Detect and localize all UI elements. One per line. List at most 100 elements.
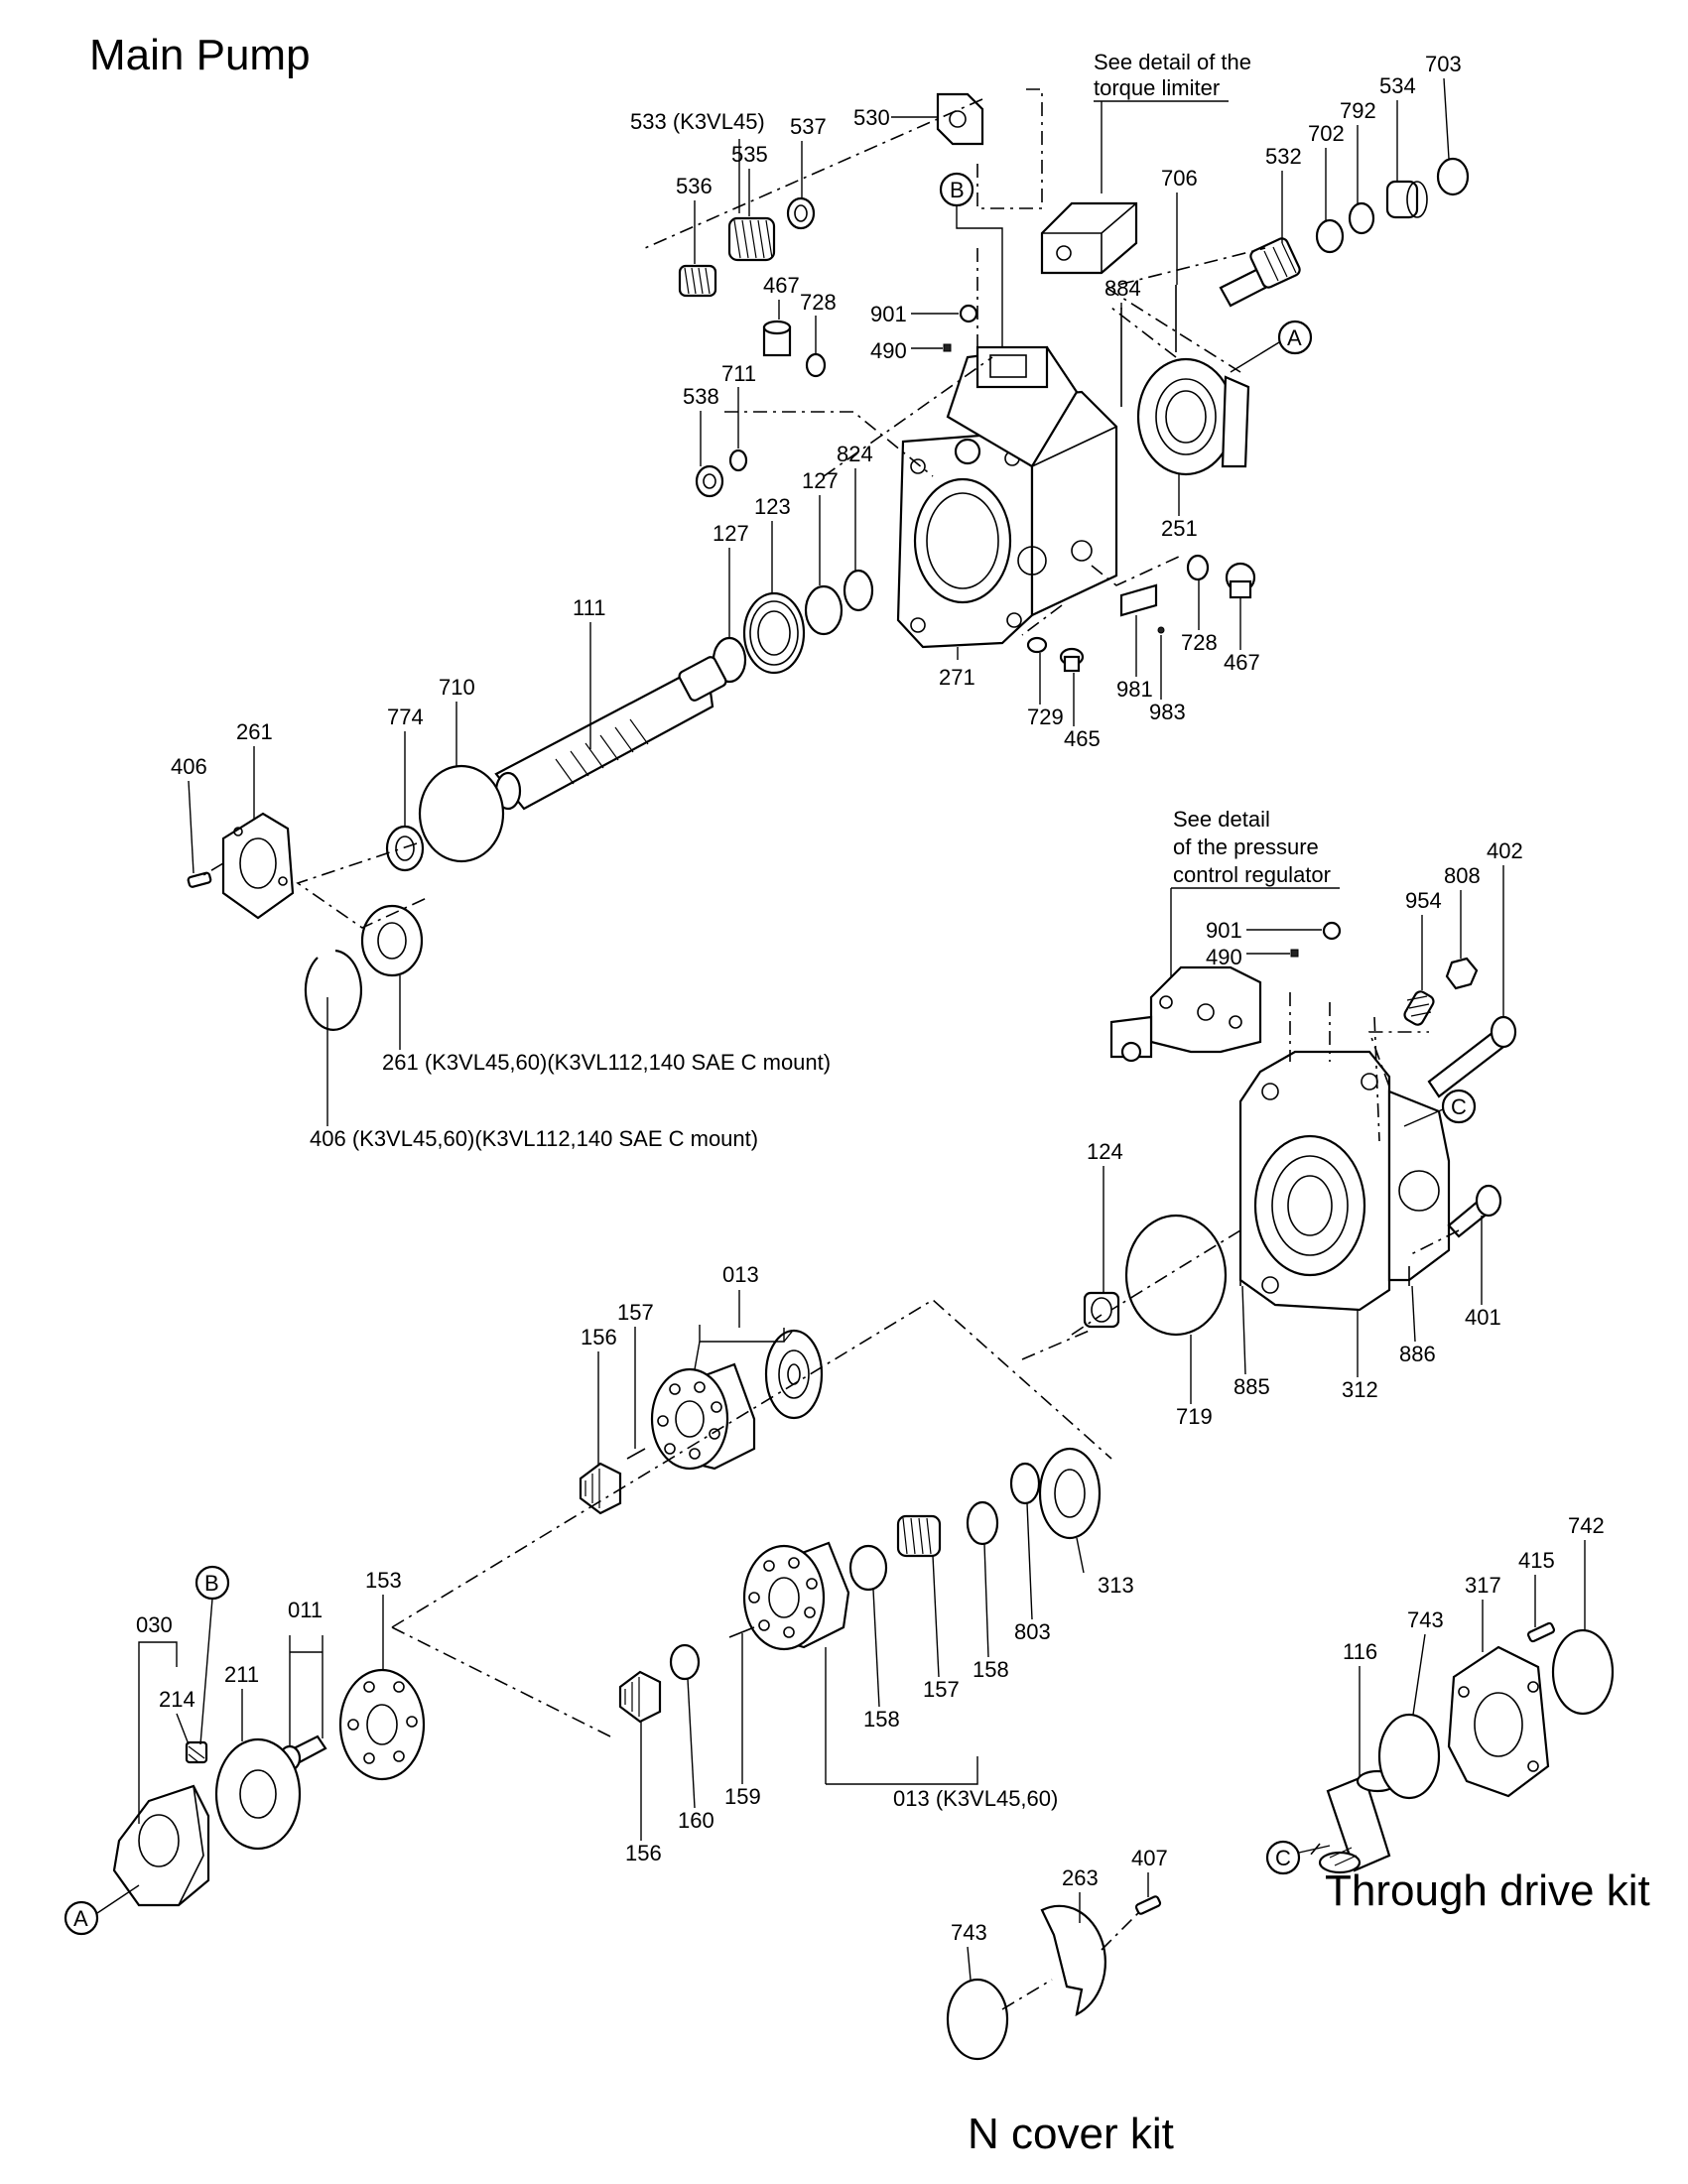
spring-535 — [727, 216, 776, 262]
label-159: 159 — [724, 1784, 761, 1809]
label-742: 742 — [1568, 1513, 1605, 1538]
valve-plate-013 — [764, 1329, 824, 1420]
retainer-plate-153 — [338, 1668, 426, 1781]
o-ring-729 — [1026, 636, 1048, 654]
label-490a: 490 — [870, 338, 907, 363]
label-415: 415 — [1518, 1548, 1555, 1573]
label-803: 803 — [1014, 1619, 1051, 1644]
svg-text:See detail: See detail — [1173, 807, 1270, 832]
o-ring-703 — [1436, 157, 1470, 196]
label-111: 111 — [573, 595, 605, 620]
plug-467-upper — [762, 320, 792, 357]
label-954: 954 — [1405, 888, 1442, 913]
label-160: 160 — [678, 1808, 714, 1833]
o-ring-728-upper — [805, 352, 827, 378]
svg-text:torque limiter: torque limiter — [1094, 75, 1220, 100]
svg-text:A: A — [1287, 325, 1302, 350]
spring-157 — [896, 1514, 942, 1558]
label-211: 211 — [224, 1662, 259, 1687]
label-530: 530 — [853, 105, 890, 130]
label-407: 407 — [1131, 1846, 1168, 1870]
o-ring-742 — [1551, 1628, 1615, 1716]
cover-251 — [1136, 357, 1250, 476]
label-885: 885 — [1234, 1374, 1270, 1399]
spherical-bush-156-upper — [579, 1462, 622, 1515]
label-123: 123 — [754, 494, 791, 519]
label-116: 116 — [1343, 1639, 1377, 1664]
label-261-note: 261 (K3VL45,60)(K3VL112,140 SAE C mount) — [382, 1050, 831, 1075]
plug-490-lower — [1290, 949, 1299, 958]
label-538: 538 — [683, 384, 719, 409]
label-533: 533 (K3VL45) — [630, 109, 765, 134]
label-402: 402 — [1487, 838, 1523, 863]
pump-casing-271 — [896, 345, 1118, 649]
bolt-214 — [185, 1740, 208, 1764]
label-467a: 467 — [763, 273, 800, 298]
bolt-406 — [187, 871, 212, 888]
label-030: 030 — [136, 1612, 173, 1637]
washer-158-a — [966, 1500, 999, 1546]
retaining-ring-824 — [843, 569, 874, 612]
label-886: 886 — [1399, 1342, 1436, 1366]
label-537: 537 — [790, 114, 827, 139]
regulator-unit — [1109, 965, 1262, 1063]
label-124: 124 — [1087, 1139, 1123, 1164]
cylinder-block-013 — [650, 1362, 756, 1471]
drive-shaft-111 — [494, 656, 727, 811]
regulator-note: See detail of the pressure control regul… — [1170, 807, 1340, 982]
label-317: 317 — [1465, 1573, 1501, 1598]
label-406: 406 — [171, 754, 207, 779]
valve-plate-313 — [1038, 1447, 1102, 1540]
label-313: 313 — [1098, 1573, 1134, 1598]
bearing-123 — [742, 591, 806, 675]
label-157b: 157 — [923, 1677, 960, 1702]
plug-538 — [695, 464, 724, 498]
label-535: 535 — [731, 142, 768, 167]
label-711: 711 — [721, 361, 756, 386]
part-labels: 533 (K3VL45) 530 537 535 536 467 728 901… — [136, 52, 1605, 1981]
bolt-407 — [1134, 1895, 1162, 1915]
label-824: 824 — [837, 442, 873, 466]
svg-text:B: B — [950, 178, 965, 202]
name-plate-981 — [1119, 583, 1158, 617]
eye-bolt-901-upper — [959, 304, 978, 323]
svg-text:B: B — [204, 1571, 219, 1596]
label-728a: 728 — [800, 290, 837, 315]
svg-text:See detail of the: See detail of the — [1094, 50, 1251, 74]
label-271: 271 — [939, 665, 975, 690]
needle-bearing-124 — [1083, 1291, 1120, 1329]
label-743-ncover: 743 — [951, 1920, 987, 1945]
seal-cover-261 — [221, 812, 295, 920]
title-main-pump: Main Pump — [89, 31, 311, 79]
bracket-530 — [936, 92, 984, 146]
svg-text:A: A — [73, 1906, 88, 1931]
label-710: 710 — [439, 675, 475, 700]
plug-534 — [1385, 180, 1428, 219]
bolt-415 — [1526, 1621, 1556, 1643]
label-981: 981 — [1116, 677, 1153, 702]
label-808: 808 — [1444, 863, 1481, 888]
seat-537 — [786, 196, 816, 230]
o-ring-728-right — [1186, 554, 1210, 581]
torque-limiter-block — [1040, 201, 1138, 275]
snap-ring-127-a — [804, 584, 844, 636]
torque-limiter-note: See detail of the torque limiter — [1094, 50, 1251, 193]
label-901a: 901 — [870, 302, 907, 326]
label-702: 702 — [1308, 121, 1345, 146]
label-706: 706 — [1161, 166, 1198, 191]
bolt-401 — [1447, 1184, 1502, 1238]
label-467b: 467 — [1224, 650, 1260, 675]
eye-bolt-901-lower — [1322, 921, 1342, 941]
pin-157-upper — [626, 1448, 646, 1460]
label-729: 729 — [1027, 705, 1064, 729]
label-157a: 157 — [617, 1300, 654, 1325]
callout-a-lower: A — [64, 1884, 140, 1936]
title-through-drive-kit: Through drive kit — [1325, 1866, 1650, 1915]
label-406-note: 406 (K3VL45,60)(K3VL112,140 SAE C mount) — [310, 1126, 758, 1151]
label-983: 983 — [1149, 700, 1186, 724]
cover-263 — [1040, 1904, 1106, 2016]
label-013-note: 013 (K3VL45,60) — [893, 1786, 1058, 1811]
o-ring-792 — [1348, 201, 1375, 235]
label-127b: 127 — [713, 521, 749, 546]
